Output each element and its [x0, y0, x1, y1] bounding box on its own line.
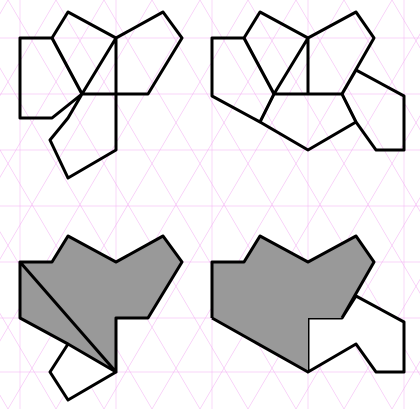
grid-line: [199, 33, 420, 409]
pentagon-tile: [18, 36, 84, 120]
shaded-region-outline-left: [18, 262, 69, 346]
panel-bottom-right: [210, 234, 406, 374]
grid-line: [0, 0, 201, 342]
pentagon-tile: [340, 68, 406, 152]
grid-line: [343, 0, 420, 131]
grid-line: [0, 312, 57, 409]
shaded-region: [20, 236, 182, 372]
shaded-region: [212, 236, 374, 372]
panel-top-left: [18, 10, 184, 180]
grid-line: [0, 0, 9, 15]
grid-line: [0, 394, 9, 409]
shaded-region-outline: [210, 234, 376, 319]
shaded-region-outline-bottom: [211, 316, 309, 374]
pentagon-tile: [114, 10, 184, 96]
grid-line: [0, 0, 105, 178]
pentagon-tile: [258, 92, 358, 152]
pentagon-tile: [48, 92, 118, 180]
grid-line: [103, 0, 345, 409]
grid-line: [0, 0, 57, 97]
pentagon-tile: [306, 10, 376, 96]
shaded-region-outline: [18, 234, 184, 374]
panel-bottom-left: [18, 234, 184, 402]
grid-line: [7, 0, 249, 409]
grid-line: [151, 0, 393, 409]
panel-top-right: [210, 10, 406, 152]
white-pentagon: [48, 342, 118, 402]
grid-line: [0, 0, 153, 260]
